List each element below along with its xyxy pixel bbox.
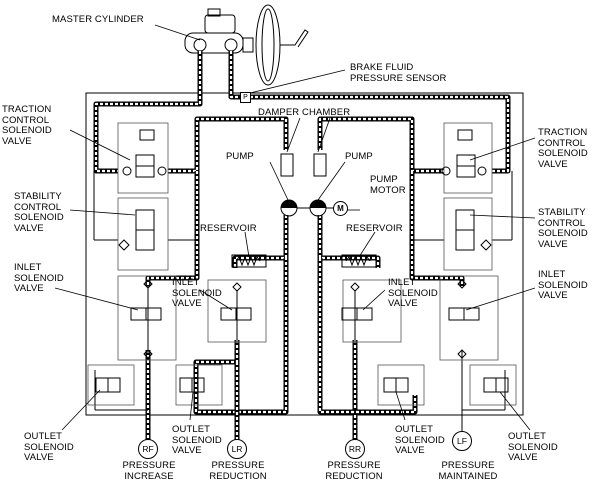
outlet-valve-3-label: OUTLET SOLENOID VALVE bbox=[395, 424, 445, 456]
inlet-valve-right-outer-label: INLET SOLENOID VALVE bbox=[538, 269, 588, 301]
outlet-valve-2-label: OUTLET SOLENOID VALVE bbox=[172, 424, 222, 456]
pressure-reduction-rr-label: PRESSURE REDUCTION bbox=[325, 460, 383, 482]
pump-motor-icon: M bbox=[333, 201, 348, 216]
hydraulic-unit-frame bbox=[85, 92, 524, 416]
pressure-increase-label: PRESSURE INCREASE bbox=[122, 460, 176, 482]
valve-symbols bbox=[95, 129, 509, 393]
inlet-valve-left-inner-label: INLET SOLENOID VALVE bbox=[172, 277, 222, 309]
stability-control-left-label: STABILITY CONTROL SOLENOID VALVE bbox=[14, 191, 64, 234]
pipes bbox=[93, 51, 511, 445]
pressure-reduction-lr-label: PRESSURE REDUCTION bbox=[209, 460, 267, 482]
traction-control-left-label: TRACTION CONTROL SOLENOID VALVE bbox=[2, 104, 52, 147]
reservoir-right-label: RESERVOIR bbox=[346, 223, 403, 234]
inlet-valve-left-outer-label: INLET SOLENOID VALVE bbox=[14, 262, 64, 294]
master-cylinder-label: MASTER CYLINDER bbox=[52, 14, 144, 25]
pump-assembly bbox=[280, 153, 335, 217]
pump-right-label: PUMP bbox=[345, 151, 373, 162]
wheel-rf-icon: RF bbox=[138, 439, 158, 459]
outlet-valve-4-label: OUTLET SOLENOID VALVE bbox=[508, 431, 558, 463]
reservoir-left-label: RESERVOIR bbox=[200, 223, 257, 234]
leader-lines bbox=[54, 24, 536, 431]
pressure-maintained-label: PRESSURE MAINTAINED bbox=[438, 460, 498, 482]
thin-lines bbox=[93, 171, 513, 436]
outlet-valve-1-label: OUTLET SOLENOID VALVE bbox=[24, 431, 74, 463]
stability-control-right-label: STABILITY CONTROL SOLENOID VALVE bbox=[538, 207, 588, 250]
pressure-sensor-icon: P bbox=[240, 92, 251, 103]
wheel-lf-icon: LF bbox=[452, 431, 472, 451]
wheel-rr-icon: RR bbox=[345, 439, 365, 459]
pump-left-label: PUMP bbox=[226, 151, 254, 162]
damper-chamber-label: DAMPER CHAMBER bbox=[258, 107, 351, 118]
traction-control-right-label: TRACTION CONTROL SOLENOID VALVE bbox=[538, 127, 588, 170]
pump-motor-label: PUMP MOTOR bbox=[370, 174, 406, 196]
inlet-valve-right-inner-label: INLET SOLENOID VALVE bbox=[388, 277, 438, 309]
wheel-lr-icon: LR bbox=[227, 439, 247, 459]
brake-fluid-pressure-sensor-label: BRAKE FLUID PRESSURE SENSOR bbox=[350, 62, 447, 84]
master-cylinder-assembly bbox=[184, 4, 309, 86]
valve-boxes bbox=[87, 122, 517, 406]
